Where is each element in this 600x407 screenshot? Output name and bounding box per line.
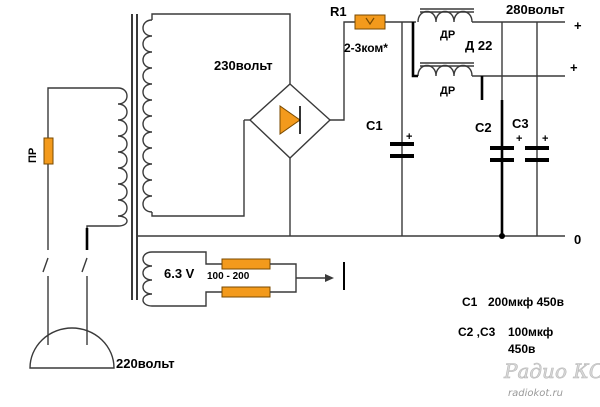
label-c3: C3 <box>512 116 529 131</box>
filament-circuit <box>152 251 345 307</box>
label-c2: C2 <box>475 120 492 135</box>
legend-c23-value-1: 100мкф <box>508 325 554 339</box>
watermark-logo: Радио КОТ <box>503 359 600 383</box>
label-220v: 220вольт <box>116 356 175 371</box>
switch-right <box>81 257 88 273</box>
switch-left <box>42 257 49 273</box>
label-100-200: 100 - 200 <box>207 271 250 282</box>
capacitor-c2 <box>490 146 514 162</box>
legend-c1-value: 200мкф 450в <box>488 295 564 309</box>
label-6-3v: 6.3 V <box>164 266 195 281</box>
label-fuse: ПР <box>27 148 39 163</box>
label-r1: R1 <box>330 4 347 19</box>
choke-top <box>417 8 474 23</box>
label-230v: 230вольт <box>214 58 273 73</box>
label-280v: 280вольт <box>506 2 565 17</box>
label-d22: Д 22 <box>465 38 492 53</box>
mains-circuit <box>29 87 118 369</box>
plus-c3: + <box>542 133 548 145</box>
label-c1: C1 <box>366 118 383 133</box>
label-plus-top: + <box>574 18 582 33</box>
choke-bottom <box>417 62 474 77</box>
label-r1-value: 2-3ком* <box>344 41 388 55</box>
legend-c1-name: C1 <box>462 295 478 309</box>
label-dr-bottom: ДР <box>440 85 455 97</box>
resistor-filament-2 <box>221 286 271 298</box>
label-plus-mid: + <box>570 60 578 75</box>
resistor-r1 <box>354 14 386 30</box>
label-dr-top: ДР <box>440 29 455 41</box>
watermark-site: radiokot.ru <box>508 388 563 399</box>
mains-plug <box>29 327 115 369</box>
resistor-filament-1 <box>221 258 271 270</box>
label-zero: 0 <box>574 232 581 247</box>
plus-c2: + <box>516 133 522 145</box>
watermark: Радио КОТ radiokot.ru <box>503 359 600 399</box>
legend-c23-value-2: 450в <box>508 342 535 356</box>
plus-c1: + <box>406 131 412 143</box>
fuse <box>43 137 54 165</box>
capacitor-c3 <box>525 146 549 162</box>
diode-symbol <box>279 105 301 135</box>
legend-c23-name: C2 ,C3 <box>458 325 496 339</box>
transformer <box>117 14 153 307</box>
rectifier-section <box>151 13 355 236</box>
capacitor-c1 <box>390 142 414 158</box>
